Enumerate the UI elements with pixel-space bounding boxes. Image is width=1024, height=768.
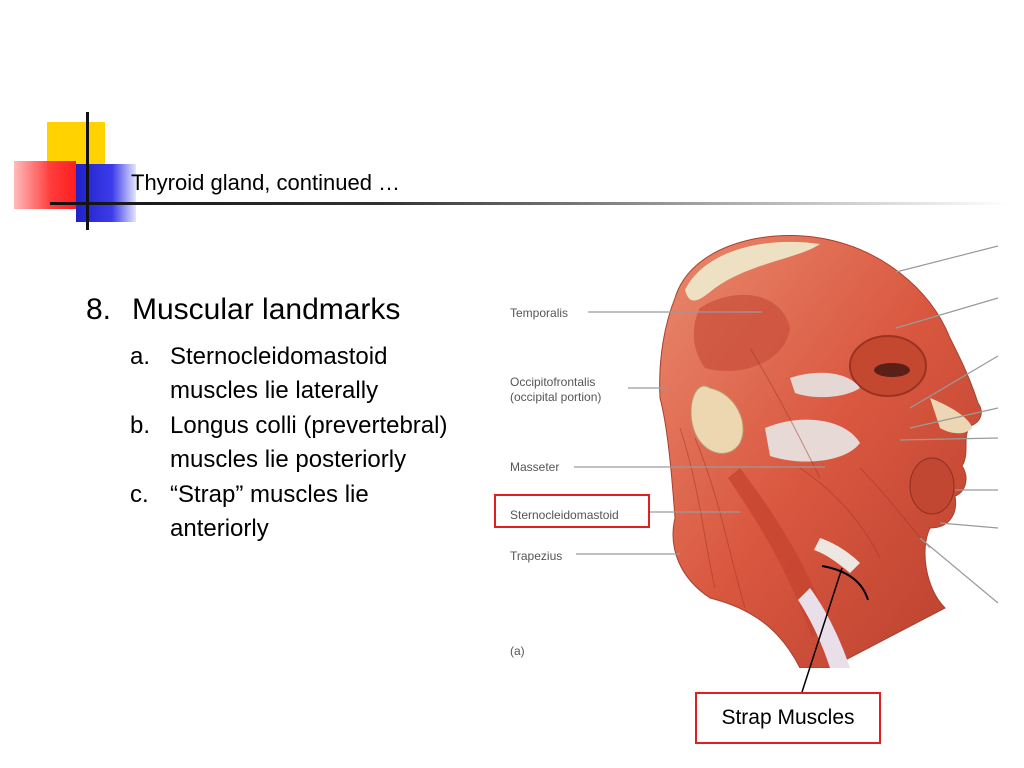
sub-item-line: muscles lie posteriorly	[170, 446, 407, 473]
label-trapezius: Trapezius	[510, 549, 563, 563]
sub-item-letter: a.	[130, 343, 151, 370]
head-muscle-figure: Temporalis Occipitofrontalis (occipital …	[494, 228, 1000, 669]
label-masseter: Masseter	[510, 460, 560, 474]
sub-item-line: muscles lie laterally	[170, 377, 379, 404]
label-temporalis: Temporalis	[510, 306, 569, 320]
sub-item-letter: b.	[130, 412, 151, 439]
sub-item-line: “Strap” muscles lie	[170, 481, 369, 508]
sub-item-line: anteriorly	[170, 515, 269, 542]
label-occipitofrontalis: Occipitofrontalis	[510, 375, 596, 389]
callout-pointer	[801, 567, 843, 693]
point-number: 8.	[86, 293, 112, 326]
sub-item-line: Sternocleidomastoid	[170, 343, 388, 370]
title-underline	[50, 202, 1010, 205]
slide-title: Thyroid gland, continued …	[131, 170, 401, 195]
label-panel-a: (a)	[510, 644, 525, 658]
strap-muscles-callout: Strap Muscles	[695, 692, 881, 744]
deco-vertical-line	[86, 112, 89, 230]
sub-item-line: Longus colli (prevertebral)	[170, 412, 448, 439]
sternocleidomastoid-highlight-box	[494, 494, 650, 528]
point-heading: 8. Muscular landmarks	[86, 293, 400, 327]
deco-blue-square	[76, 164, 136, 222]
head-muscle-illustration	[574, 235, 999, 669]
label-occipital-portion: (occipital portion)	[510, 390, 602, 404]
deco-red-square	[14, 161, 76, 209]
point-heading-text: Muscular landmarks	[132, 293, 401, 326]
sub-item-letter: c.	[130, 481, 149, 508]
label-sternocleidomastoid: Sternocleidomastoid	[510, 508, 619, 522]
